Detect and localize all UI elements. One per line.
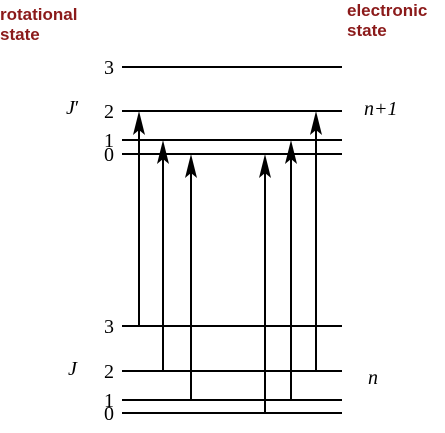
transition-arrow-2-to-2 xyxy=(310,111,322,371)
lower-level-number-1: 1 xyxy=(104,390,114,412)
upper-electronic-label: n+1 xyxy=(364,98,398,120)
transition-arrow-1-to-1 xyxy=(285,140,297,400)
upper-level-number-2: 2 xyxy=(104,101,114,123)
arrow-head-icon xyxy=(310,111,322,135)
upper-level-number-0: 0 xyxy=(104,144,114,166)
transition-arrow-3-to-2 xyxy=(133,111,145,326)
transition-arrow-0-to-0 xyxy=(259,154,271,413)
upper-levels: 3 2 10 xyxy=(104,57,342,166)
lower-rotational-symbol: J xyxy=(68,358,78,380)
rotational-state-heading: rotational state xyxy=(0,5,77,45)
upper-level-number-1: 1 xyxy=(104,130,114,152)
lower-levels: 3 2 10 xyxy=(104,316,342,425)
arrow-head-icon xyxy=(133,111,145,135)
electronic-heading-line-1: electronic xyxy=(347,1,428,20)
lower-level-number-2: 2 xyxy=(104,361,114,383)
arrow-head-icon xyxy=(259,154,271,178)
rotational-heading-line-2: state xyxy=(0,25,40,44)
rotational-heading-line-1: rotational xyxy=(0,5,78,24)
electronic-state-heading: electronic state xyxy=(347,1,427,41)
transition-arrow-2-to-1 xyxy=(157,140,169,371)
arrow-head-icon xyxy=(185,154,197,178)
arrow-head-icon xyxy=(285,140,297,164)
upper-j-letter: J xyxy=(66,97,76,119)
electronic-heading-line-2: state xyxy=(347,21,387,40)
arrow-head-icon xyxy=(157,140,169,164)
upper-j-prime-mark: ′ xyxy=(75,97,79,119)
upper-rotational-symbol: J′ xyxy=(66,97,79,119)
lower-electronic-label: n xyxy=(368,367,378,389)
transitions xyxy=(133,111,322,413)
transition-arrow-1-to-0 xyxy=(185,154,197,400)
upper-level-number-3: 3 xyxy=(104,57,114,79)
lower-level-number-3: 3 xyxy=(104,316,114,338)
lower-level-number-0: 0 xyxy=(104,403,114,425)
